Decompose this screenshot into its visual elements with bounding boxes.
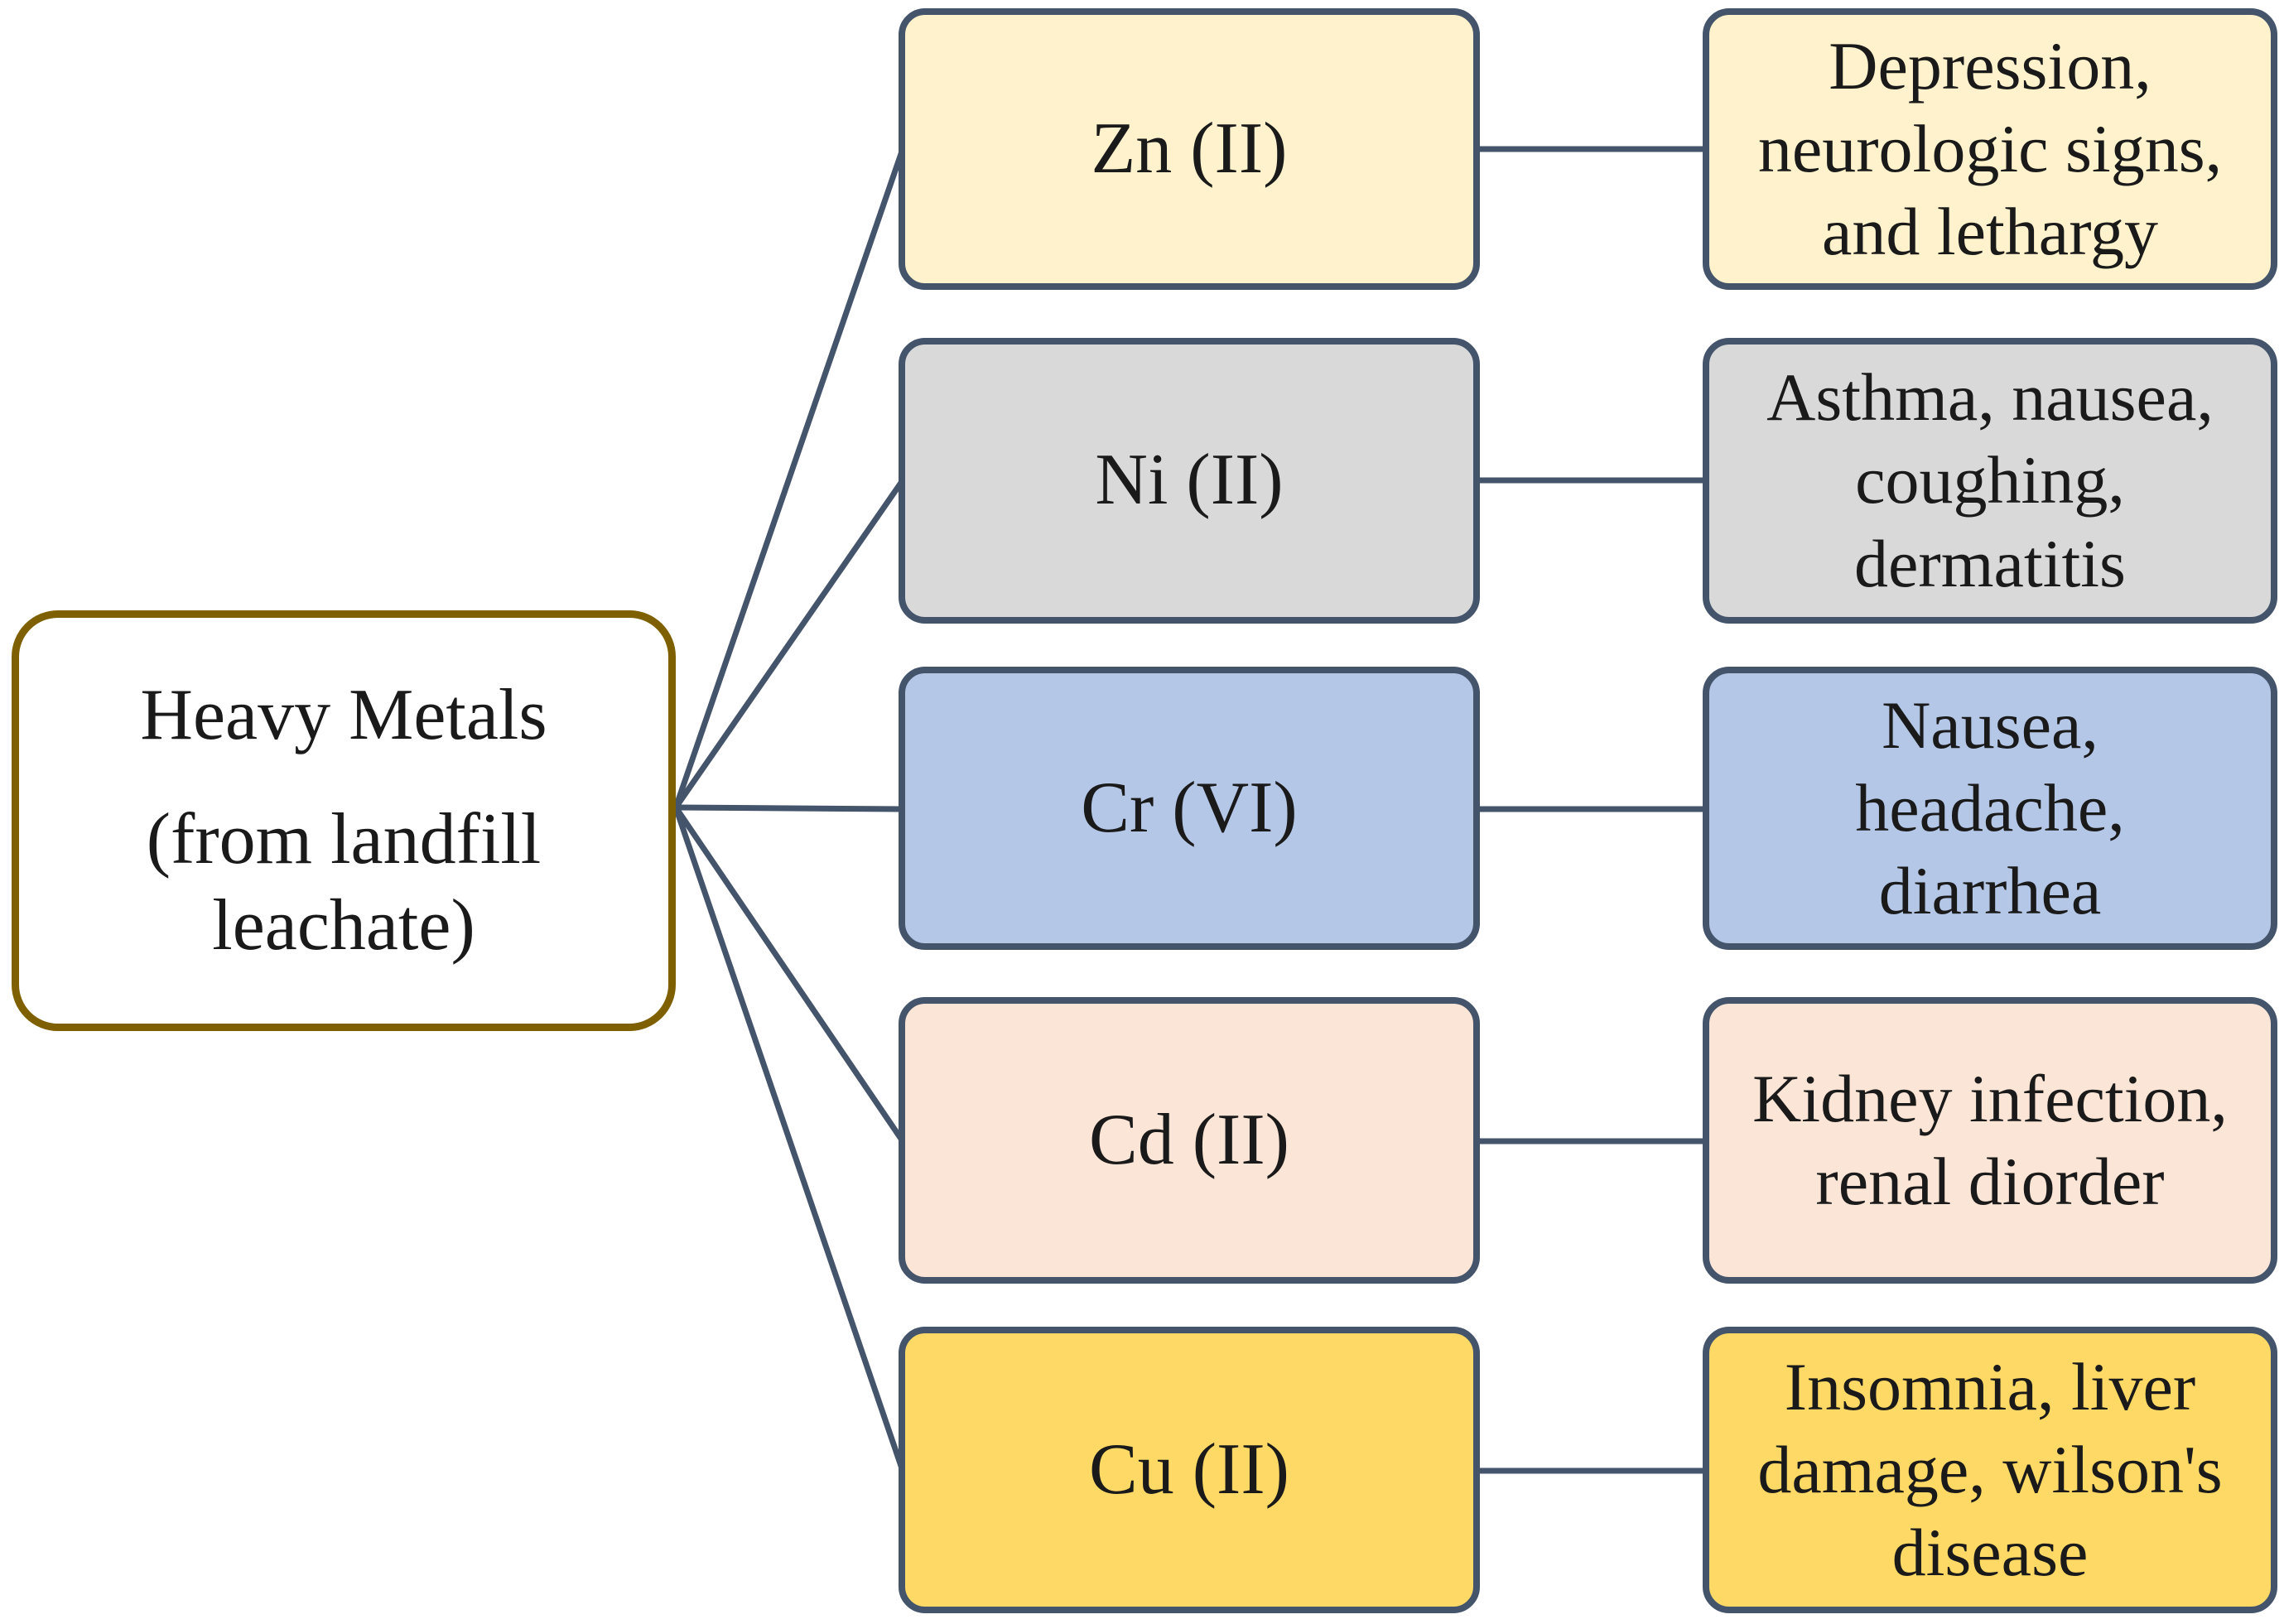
branch-line-cd <box>672 804 906 1145</box>
metal-box-zn: Zn (II) <box>899 8 1480 290</box>
metal-label-ni: Ni (II) <box>1095 440 1284 521</box>
metal-label-zn: Zn (II) <box>1091 108 1288 189</box>
metal-box-cd: Cd (II) <box>899 997 1480 1284</box>
branch-line-cr <box>672 804 906 812</box>
branch-line-cu <box>672 804 906 1474</box>
metal-label-cr: Cr (VI) <box>1081 767 1298 848</box>
effect-label-cu: Insomnia, liver damage, wilson's disease <box>1757 1348 2223 1591</box>
effect-box-cd: Kidney infection, renal diorder <box>1703 997 2277 1284</box>
source-box-heavy-metals: Heavy Metals (from landfill leachate) <box>12 610 676 1031</box>
branch-line-zn <box>672 146 906 811</box>
metal-box-ni: Ni (II) <box>899 338 1480 624</box>
metal-label-cd: Cd (II) <box>1089 1099 1289 1180</box>
metal-box-cr: Cr (VI) <box>899 667 1480 950</box>
effect-box-cr: Nausea, headache, diarrhea <box>1703 667 2277 950</box>
effect-label-ni: Asthma, nausea, coughing, dermatitis <box>1766 359 2214 601</box>
effect-label-zn: Depression, neurologic signs, and lethar… <box>1757 27 2223 270</box>
metal-label-cu: Cu (II) <box>1089 1429 1289 1510</box>
source-title: Heavy Metals <box>140 674 547 755</box>
effect-box-cu: Insomnia, liver damage, wilson's disease <box>1703 1327 2277 1613</box>
effect-label-cr: Nausea, headache, diarrhea <box>1855 687 2125 929</box>
source-subtitle: (from landfill leachate) <box>146 798 542 966</box>
effect-box-zn: Depression, neurologic signs, and lethar… <box>1703 8 2277 290</box>
effect-box-ni: Asthma, nausea, coughing, dermatitis <box>1703 338 2277 624</box>
metal-box-cu: Cu (II) <box>899 1327 1480 1613</box>
branch-line-ni <box>672 477 906 811</box>
effect-label-cd: Kidney infection, renal diorder <box>1752 1060 2228 1219</box>
